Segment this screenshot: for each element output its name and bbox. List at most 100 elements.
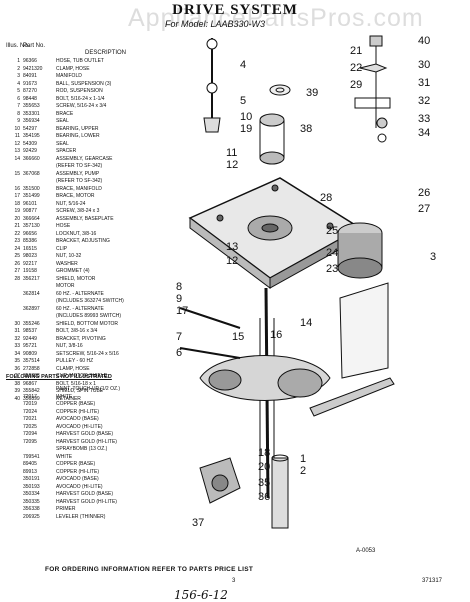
part-number: 357130: [23, 223, 40, 229]
part-number: 72017: [23, 393, 37, 400]
list-item: SPRAYBOMB (13 OZ.): [6, 446, 186, 454]
list-item: 72017 WHITE: [6, 394, 186, 402]
part-number: [23, 386, 56, 394]
part-description: LEVELER (THINNER): [56, 513, 106, 520]
part-description: MANIFOLD: [56, 73, 82, 79]
callout-12a: 12: [226, 159, 238, 171]
part-number: 87270: [23, 88, 37, 94]
callout-39: 39: [306, 87, 318, 99]
part-number: 96867: [23, 380, 37, 387]
part-description: BRACE: [56, 110, 74, 117]
part-description: HOSE: [56, 223, 71, 229]
callout-10: 10: [240, 111, 252, 123]
part-number: 356217: [23, 275, 40, 282]
illus-number: 37: [14, 373, 20, 379]
callout-11: 11: [226, 147, 237, 159]
part-description: ASSEMBLY, GEARCASE: [56, 155, 113, 162]
part-description: COPPER (BASE): [56, 401, 96, 407]
part-number: 91673: [23, 80, 37, 87]
illus-number: 1: [17, 58, 20, 64]
illus-number: [6, 506, 23, 514]
callout-23: 23: [326, 263, 338, 275]
illus-number: 9: [17, 118, 20, 124]
list-item: (INCLUDES 363274 SWITCH): [6, 298, 186, 306]
part-description: SHIELD, SPIN TUBE: [56, 388, 104, 394]
part-number: 96101: [23, 200, 37, 207]
model-label: For Model: LAAB330-W3: [165, 19, 266, 29]
part-number: 362814: [23, 290, 40, 297]
part-description: BRACKET, PIVOTING: [56, 335, 106, 342]
part-description: (REFER TO SF-342): [56, 163, 103, 169]
callout-6: 6: [176, 347, 182, 359]
part-description: WHITE: [56, 453, 73, 460]
callout-16: 16: [270, 329, 282, 341]
callout-25: 25: [326, 225, 338, 237]
illus-number: 35: [14, 358, 20, 364]
part-description: HARVEST GOLD (BASE): [56, 491, 114, 497]
illus-number: 28: [14, 275, 20, 282]
illus-number: [6, 491, 23, 499]
illus-number: [6, 416, 23, 424]
illus-number: 3: [17, 73, 20, 79]
illus-number: [6, 431, 23, 439]
part-number: 54309: [23, 140, 37, 147]
callout-2: 2: [300, 465, 306, 477]
callout-32: 32: [418, 95, 430, 107]
part-number: 355842: [23, 388, 40, 394]
part-description: SCREW, 5/16-24 x 3/4: [56, 103, 107, 109]
part-number: 72019: [23, 401, 37, 407]
part-number: [23, 178, 56, 186]
part-description: BEARING, LOWER: [56, 133, 100, 139]
part-description: PRIMER: [56, 506, 76, 512]
illus-number: 32: [14, 335, 20, 342]
list-item: (REFER TO SF-342): [6, 163, 186, 171]
part-number: 72025: [23, 423, 37, 430]
watermark: AppliancePartsPros.com: [128, 4, 424, 32]
part-number: 350193: [23, 483, 40, 490]
illus-number: 4: [17, 80, 20, 87]
part-description: LOCKNUT, 3/8-16: [56, 230, 97, 237]
callout-26: 26: [418, 187, 430, 199]
part-number: 9421320: [23, 65, 43, 72]
callout-36: 36: [258, 491, 270, 503]
part-description: BOLT, 5/16-24 x 1-1/4: [56, 95, 105, 102]
illus-number: 13: [14, 148, 20, 154]
callout-20: 20: [258, 461, 270, 473]
illus-number: [6, 386, 23, 394]
part-description: PULLEY - 60 HZ: [56, 358, 94, 364]
part-number: 350335: [23, 498, 40, 505]
part-description: WHITE: [56, 393, 73, 400]
part-description: (REFER TO SF-342): [56, 178, 103, 184]
part-number: 92217: [23, 260, 37, 267]
part-number: 366664: [23, 215, 40, 222]
illus-number: 20: [14, 215, 20, 222]
part-description: ASSEMBLY, PUMP: [56, 170, 100, 177]
illus-number: 12: [14, 140, 20, 147]
part-number: 799541: [23, 453, 40, 460]
callout-4: 4: [240, 59, 246, 71]
part-number: [23, 446, 56, 454]
part-number: 90809: [23, 350, 37, 357]
